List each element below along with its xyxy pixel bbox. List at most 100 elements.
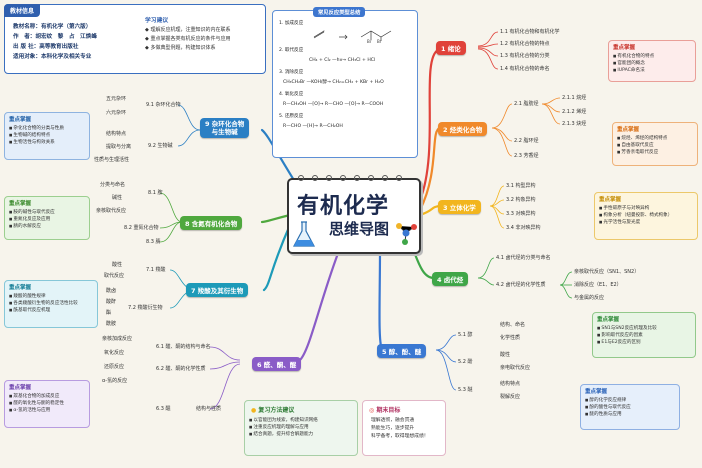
b5-sub-3[interactable]: 5.3 醚 — [458, 387, 473, 393]
b2-leaf-1[interactable]: 2.1.1 烷烃 — [562, 95, 587, 101]
goal-title-row: ◎ 期末目标 — [369, 405, 445, 414]
b4-leaf-2[interactable]: 消除反应（E1、E2） — [574, 282, 622, 288]
b5-leaf-6[interactable]: 裂解反应 — [500, 394, 521, 400]
branch-4-haloalkanes[interactable]: 4 卤代烃 — [432, 272, 469, 286]
b9-key-point: 杂化化合物的分类与性质 — [9, 125, 89, 132]
b7-leaf-6[interactable]: 酰胺 — [106, 321, 117, 327]
b9-leaf-5[interactable]: 性质与生理活性 — [94, 157, 130, 163]
goal-title: 期末目标 — [376, 407, 401, 414]
review-point: 结合真题，提升综合解题能力 — [249, 431, 357, 438]
review-methods-panel: ● 复习方法建议 以官能团为线索，构建知识网络 注重反应机理的理解与应用 结合真… — [244, 400, 358, 456]
b2-key-point: 芳香亲电取代反应 — [617, 149, 697, 156]
b2-leaf-2[interactable]: 2.1.2 烯烃 — [562, 109, 587, 115]
b9-leaf-2[interactable]: 六元杂环 — [106, 110, 127, 116]
b3-sub-2[interactable]: 3.2 构象异构 — [506, 197, 536, 203]
study-tip: ◆ 多做典型例题，构建知识体系 — [145, 45, 216, 51]
b7-sub-1[interactable]: 7.1 羧酸 — [146, 267, 166, 273]
b6-leaf-2[interactable]: 氧化反应 — [104, 350, 125, 356]
branch-7-carboxylic-acids[interactable]: 7 羧酸及其衍生物 — [186, 283, 249, 297]
b7-leaf-1[interactable]: 酸性 — [112, 262, 123, 268]
b7-leaf-2[interactable]: 取代反应 — [104, 273, 125, 279]
b4-key-point: 影响取代反应的因素 — [597, 332, 695, 339]
b4-leaf-1[interactable]: 亲核取代反应（SN1、SN2） — [574, 269, 640, 275]
review-title: 复习方法建议 — [258, 407, 295, 414]
elimination-reaction-label: 3. 消除反应 — [279, 70, 304, 75]
b8-leaf-1[interactable]: 分类与命名 — [100, 182, 126, 188]
b5-key-point: 醚的性质与应用 — [585, 411, 679, 418]
b5-leaf-4[interactable]: 亲电取代反应 — [500, 365, 531, 371]
b6-sub-2[interactable]: 6.2 醛、酮的化学性质 — [156, 366, 206, 372]
b4-leaf-3[interactable]: 与金属的反应 — [574, 295, 605, 301]
branch-5-alcohols-phenols-ethers[interactable]: 5 醇、酚、醚 — [377, 344, 427, 358]
b8-sub-1[interactable]: 8.1 胺 — [148, 190, 163, 196]
b3-sub-4[interactable]: 3.4 非对映异构 — [506, 225, 541, 231]
b1-sub-2[interactable]: 1.2 有机化合物的特点 — [500, 41, 550, 47]
reduction-reaction-label: 5. 还原反应 — [279, 114, 304, 119]
b2-sub-1[interactable]: 2.1 脂肪烃 — [514, 101, 539, 107]
b7-key-point: 酰基取代反应机理 — [9, 307, 97, 314]
b8-leaf-2[interactable]: 碱性 — [112, 195, 123, 201]
b2-leaf-3[interactable]: 2.1.3 炔烃 — [562, 121, 587, 127]
b6-leaf-4[interactable]: α-氢的反应 — [102, 378, 128, 384]
b3-sub-3[interactable]: 3.3 对映异构 — [506, 211, 536, 217]
svg-text:Br: Br — [367, 39, 372, 43]
b8-sub-2[interactable]: 8.2 重氮化合物 — [124, 225, 159, 231]
b5-key-point: 酚的酸性与取代反应 — [585, 404, 679, 411]
b2-sub-2[interactable]: 2.2 脂环烃 — [514, 138, 539, 144]
review-point: 以官能团为线索，构建知识网络 — [249, 417, 357, 424]
b9-sub-2[interactable]: 9.2 生物碱 — [148, 143, 173, 149]
book-audience-line: 适用对象：本科化学及相关专业 — [13, 54, 92, 60]
b9-sub-1[interactable]: 9.1 杂环化合物 — [146, 102, 181, 108]
goal-line: 理解透彻，融会贯通 — [371, 418, 415, 423]
branch-8-nitrogen-compounds[interactable]: 8 含氮有机化合物 — [180, 216, 243, 230]
book-info-heading: 教材信息 — [4, 4, 41, 17]
b8-sub-3[interactable]: 8.3 腈 — [146, 239, 161, 245]
b5-sub-1[interactable]: 5.1 醇 — [458, 332, 473, 338]
b6-sub-3[interactable]: 6.3 醌 — [156, 406, 171, 412]
reduction-reaction-eq: R—CHO —[H]→ R—CH₂OH — [283, 124, 343, 129]
b6-key-point: α-氢的活性与应用 — [9, 407, 89, 414]
b8-leaf-3[interactable]: 亲核取代反应 — [96, 208, 127, 214]
b3-sub-1[interactable]: 3.1 构型异构 — [506, 183, 536, 189]
b9-leaf-3[interactable]: 结构特点 — [106, 131, 127, 137]
b6-leaf-1[interactable]: 亲核加成反应 — [102, 336, 133, 342]
b4-sub-1[interactable]: 4.1 卤代烃的分类与命名 — [496, 255, 551, 261]
branch-9-heterocycles[interactable]: 9 杂环化合物 与生物碱 — [200, 118, 250, 138]
b5-leaf-1[interactable]: 结构、命名 — [500, 322, 526, 328]
b2-key-points: 重点掌握 烷烃、烯烃的结构特点 自由基取代反应 芳香亲电取代反应 — [612, 122, 698, 166]
b1-sub-1[interactable]: 1.1 有机化合物和有机化学 — [500, 29, 560, 35]
b5-sub-2[interactable]: 5.2 酚 — [458, 359, 473, 365]
b1-sub-4[interactable]: 1.4 有机化合物的命名 — [500, 66, 550, 72]
b8-key-point: 胺的碱性与取代反应 — [9, 209, 89, 216]
addition-reaction-label: 1. 加成反应 — [279, 21, 304, 26]
b5-leaf-3[interactable]: 酸性 — [500, 352, 511, 358]
b7-leaf-3[interactable]: 酰卤 — [106, 288, 117, 294]
b4-sub-2[interactable]: 4.2 卤代烃的化学性质 — [496, 282, 546, 288]
b6-sub-1[interactable]: 6.1 醛、酮的结构与命名 — [156, 344, 211, 350]
b7-leaf-4[interactable]: 酸酐 — [106, 299, 117, 305]
b7-leaf-5[interactable]: 酯 — [106, 310, 112, 316]
b7-key-point: 各类羧酸衍生物的反应活性比较 — [9, 300, 97, 307]
b3-key-points: 重点掌握 手性碳原子与对映异构 构象分析（纽曼投影、椅式构象） 光学活性与旋光度 — [594, 192, 698, 240]
branch-3-stereochemistry[interactable]: 3 立体化学 — [438, 200, 481, 214]
b1-sub-3[interactable]: 1.3 有机化合物的分类 — [500, 53, 550, 59]
b8-key-title: 重点掌握 — [9, 201, 32, 207]
book-info-lines: 教材名称：有机化学（第六版） 作 者：胡宏纹 黎 占 江焕峰 出 版 社：高等教… — [13, 22, 97, 62]
b9-leaf-1[interactable]: 五元杂环 — [106, 96, 127, 102]
study-tips-heading: 学习建议 — [145, 18, 169, 24]
branch-2-hydrocarbons[interactable]: 2 烃类化合物 — [438, 122, 488, 136]
branch-1-introduction[interactable]: 1 绪论 — [436, 41, 466, 55]
b2-key-title: 重点掌握 — [617, 127, 640, 133]
b6-key-points: 重点掌握 羰基化合物的加成反应 醛的氧化性与酮的稳定性 α-氢的活性与应用 — [4, 380, 90, 428]
b5-leaf-5[interactable]: 结构特点 — [500, 381, 521, 387]
b9-leaf-4[interactable]: 提取与分离 — [106, 144, 132, 150]
b6-leaf-3[interactable]: 还原反应 — [104, 364, 125, 370]
b5-leaf-2[interactable]: 化学性质 — [500, 335, 521, 341]
b6-key-point: 醛的氧化性与酮的稳定性 — [9, 400, 89, 407]
b2-sub-3[interactable]: 2.3 芳香烃 — [514, 153, 539, 159]
center-title: 有机化学 — [297, 194, 390, 219]
b4-key-point: E1与E2反应的区别 — [597, 339, 695, 346]
branch-6-aldehydes-ketones-quinones[interactable]: 6 醛、酮、醌 — [252, 357, 302, 371]
b7-sub-2[interactable]: 7.2 羧酸衍生物 — [128, 305, 163, 311]
b6-leaf-5[interactable]: 结构与性质 — [196, 406, 222, 412]
